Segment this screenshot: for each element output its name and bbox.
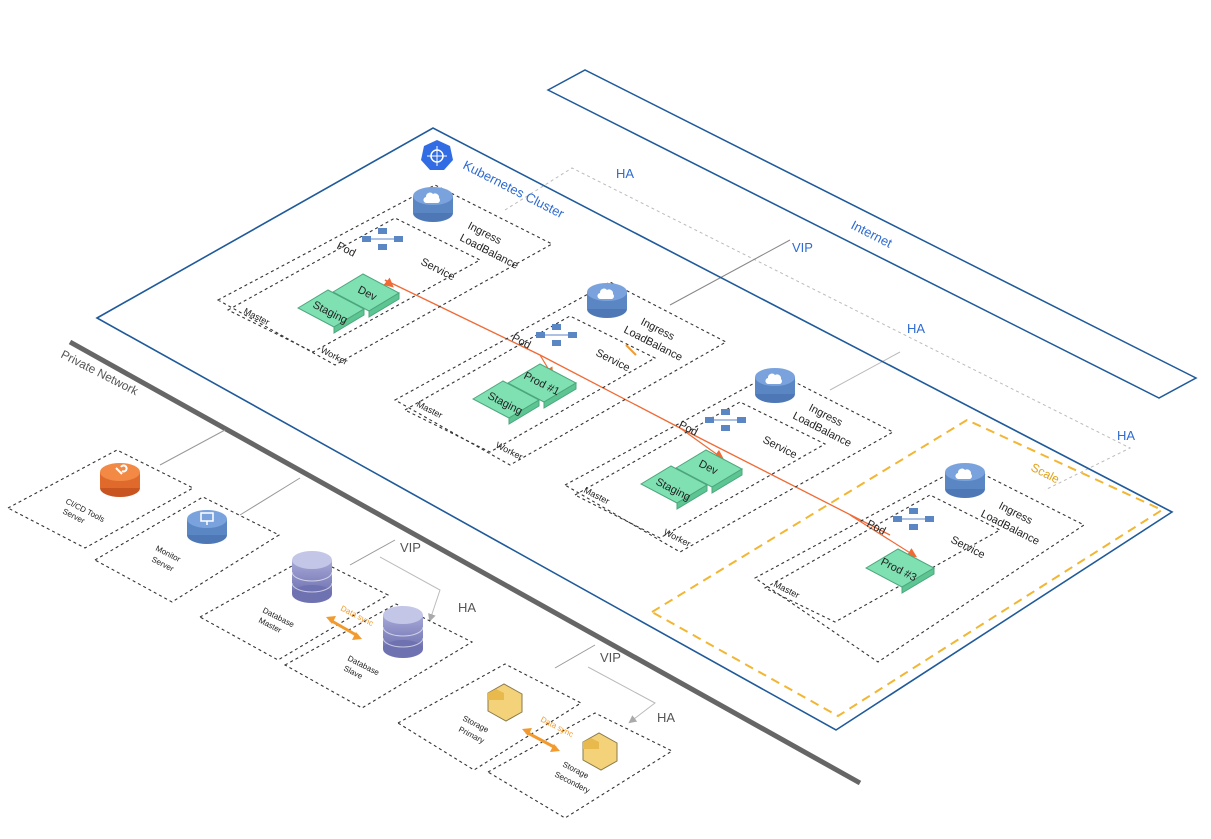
network-icon (893, 508, 934, 530)
master-label: Master (772, 579, 801, 600)
storage-primary: Storage Primary (396, 663, 583, 771)
internet-region: Internet (546, 69, 1198, 399)
folder-icon (582, 732, 618, 771)
storage-secondary: Storage Secondery (486, 712, 674, 819)
cloud-icon (587, 283, 627, 318)
ha-label-mid: HA (907, 321, 925, 336)
worker-label: Worker (662, 527, 692, 549)
storage-vip-label: VIP (600, 650, 621, 665)
monitor-server: Monitor Server (93, 496, 281, 603)
pod-label: Pod (510, 332, 533, 352)
pod-link (383, 277, 918, 558)
monitor-icon (200, 512, 214, 525)
cloud-icon (413, 187, 453, 222)
worker-label: Worker (319, 345, 349, 367)
kubernetes-cluster: Kubernetes Cluster (95, 127, 1174, 731)
service-label: Service (761, 434, 799, 461)
network-icon (705, 409, 746, 431)
cicd-server: CI/CD Tools Server (6, 449, 195, 549)
db-sync-label: Data sync (339, 604, 375, 628)
scale-label: Scale (1029, 460, 1062, 486)
node-2: Ingress LoadBalance Service Pod Prod #1 … (393, 281, 728, 466)
folder-icon (487, 683, 523, 722)
db-vip-label: VIP (400, 540, 421, 555)
database-icon (291, 551, 333, 603)
database-icon (382, 606, 424, 658)
node-4: Ingress LoadBalance Service Pod Prod #3 … (753, 463, 1086, 663)
ha-label-right: HA (1117, 428, 1135, 443)
private-network: Private Network (59, 339, 862, 786)
service-label: Service (594, 347, 632, 374)
vip-label-internet: VIP (792, 240, 813, 255)
wrench-icon (115, 464, 128, 475)
pod-label: Pod (865, 518, 888, 538)
ha-guides: HA HA HA VIP (504, 166, 1135, 491)
service-label: Service (419, 256, 457, 283)
pod-label: Pod (335, 240, 358, 260)
db-ha-label: HA (458, 600, 476, 615)
kubernetes-icon (421, 140, 453, 170)
master-label: Master (242, 306, 271, 327)
network-icon (536, 324, 577, 346)
network-icon (362, 228, 403, 250)
cloud-icon (945, 463, 985, 498)
database-slave: Database Slave (283, 603, 474, 709)
node-1: Ingress LoadBalance Service Pod Dev Stag… (216, 184, 554, 367)
master-label: Master (582, 485, 611, 506)
database-master: Database Master (198, 551, 390, 661)
node-3: Ingress LoadBalance Service Pod Dev Stag… (563, 368, 895, 553)
storage-ha-label: HA (657, 710, 675, 725)
ha-label-top: HA (616, 166, 634, 181)
cloud-icon (755, 368, 795, 403)
service-label: Service (949, 534, 987, 561)
